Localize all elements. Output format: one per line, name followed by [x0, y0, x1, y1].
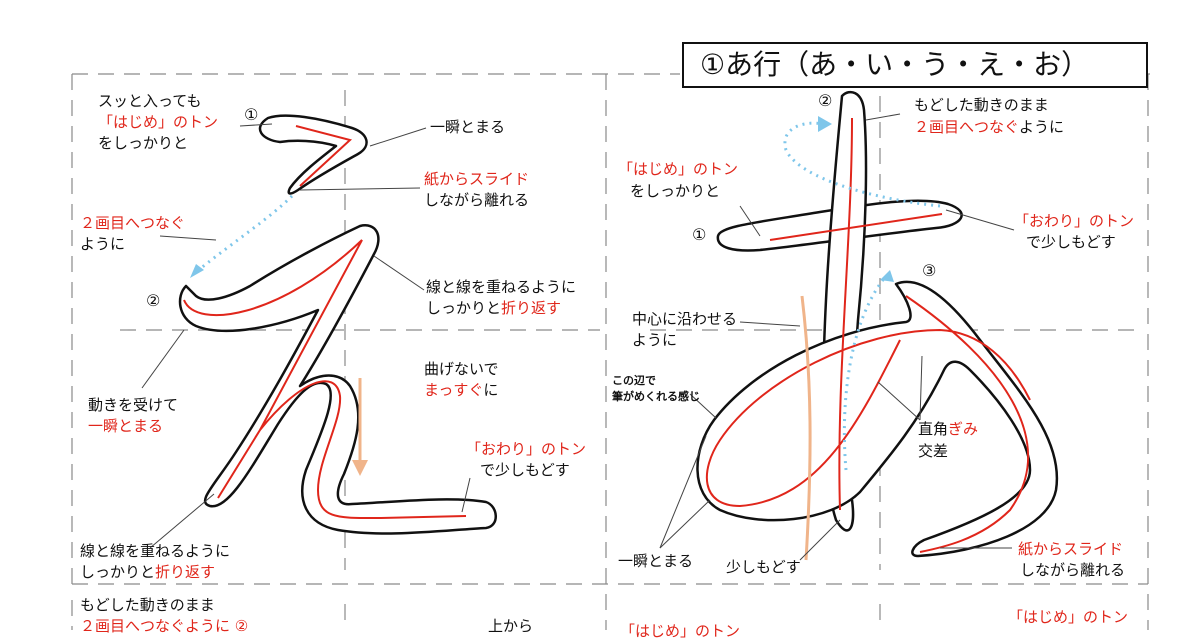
- e-stroke-number-1: ①: [244, 105, 259, 124]
- leader-lines: [141, 113, 1015, 561]
- e-guide-arrow: [195, 194, 294, 274]
- e-guide-arrowhead: [190, 264, 204, 278]
- a-back-note-2: ２画目へつなぐように: [914, 118, 1065, 136]
- bottom-back-note-1: もどした動きのまま: [80, 596, 215, 614]
- a-stroke-number-1: ①: [692, 225, 707, 244]
- a-stroke3-core: [706, 295, 1031, 553]
- a-end-note-2: で少しもどす: [1026, 233, 1116, 251]
- a-stroke-number-2: ②: [818, 91, 833, 110]
- e-overlap-note-2: しっかりと折り返す: [426, 299, 562, 317]
- e-overlap-bottom-note-1: 線と線を重ねるように: [80, 542, 231, 560]
- e-end-note-2: で少しもどす: [480, 461, 570, 479]
- bottom-start-note-left: 「はじめ」のトン: [620, 622, 741, 640]
- a-curve-note-2: 筆がめくれる感じ: [612, 390, 700, 403]
- a-slide-note-1: 紙からスライド: [1018, 540, 1124, 558]
- a-guide-arrowhead-mid: [880, 270, 894, 282]
- e-start-note-2: 「はじめ」のトン: [98, 113, 219, 131]
- e-stroke-number-2: ②: [146, 291, 161, 310]
- a-curve-note-1: この辺で: [612, 374, 656, 387]
- a-center-note-2: ように: [632, 331, 678, 349]
- a-slide-note-2: しながら離れる: [1020, 561, 1126, 579]
- e-straight-arrowhead: [352, 460, 368, 476]
- a-start-note-1: 「はじめ」のトン: [618, 160, 739, 178]
- e-start-note-3: をしっかりと: [98, 134, 189, 152]
- e-straight-note-1: 曲げないで: [424, 360, 499, 378]
- e-stroke2-core: [183, 239, 467, 520]
- bottom-back-note-2: ２画目へつなぐように ②: [80, 617, 249, 635]
- e-start-note-1: スッと入っても: [98, 92, 202, 110]
- e-overlap-note-1: 線と線を重ねるように: [426, 278, 577, 296]
- bottom-start-note-right: 「はじめ」のトン: [1008, 608, 1129, 626]
- e-stroke2-outline: [178, 224, 497, 535]
- e-character: [178, 114, 497, 535]
- a-center-note-1: 中心に沿わせる: [632, 310, 738, 328]
- e-slide-note-2: しながら離れる: [424, 191, 530, 209]
- a-stop-note: 一瞬とまる: [618, 552, 694, 570]
- e-straight-note-2: まっすぐに: [424, 381, 499, 399]
- a-stroke2-core: [838, 117, 853, 511]
- a-start-note-2: をしっかりと: [630, 182, 721, 200]
- a-character: [696, 90, 1059, 561]
- page-title: ①あ行（あ・い・う・え・お）: [682, 42, 1148, 88]
- e-connect-note-2: ように: [80, 235, 126, 253]
- e-stroke1-core: [295, 125, 353, 187]
- a-center-arrow: [800, 295, 812, 561]
- e-connect-note-1: ２画目へつなぐ: [80, 214, 186, 232]
- a-back-small-note: 少しもどす: [726, 558, 801, 576]
- a-stroke1-core: [769, 213, 943, 241]
- e-end-note-1: 「おわり」のトン: [466, 440, 587, 458]
- a-angle-note-2: 交差: [918, 442, 949, 460]
- a-back-note-1: もどした動きのまま: [914, 96, 1049, 114]
- a-stroke-number-3: ③: [922, 261, 937, 280]
- e-stroke1-outline: [258, 114, 368, 195]
- e-slide-note-1: 紙からスライド: [424, 170, 530, 188]
- e-stop-note: 一瞬とまる: [430, 118, 506, 136]
- bottom-from-note: 上から: [488, 617, 534, 635]
- e-receive-note-1: 動きを受けて: [88, 396, 179, 414]
- a-angle-note-1: 直角ぎみ: [918, 420, 979, 438]
- e-receive-note-2: 一瞬とまる: [88, 417, 164, 435]
- a-guide-arrowhead-top: [818, 116, 832, 132]
- e-overlap-bottom-note-2: しっかりと折り返す: [80, 563, 216, 581]
- a-stroke3-outline: [696, 280, 1059, 558]
- a-end-note-1: 「おわり」のトン: [1014, 212, 1135, 230]
